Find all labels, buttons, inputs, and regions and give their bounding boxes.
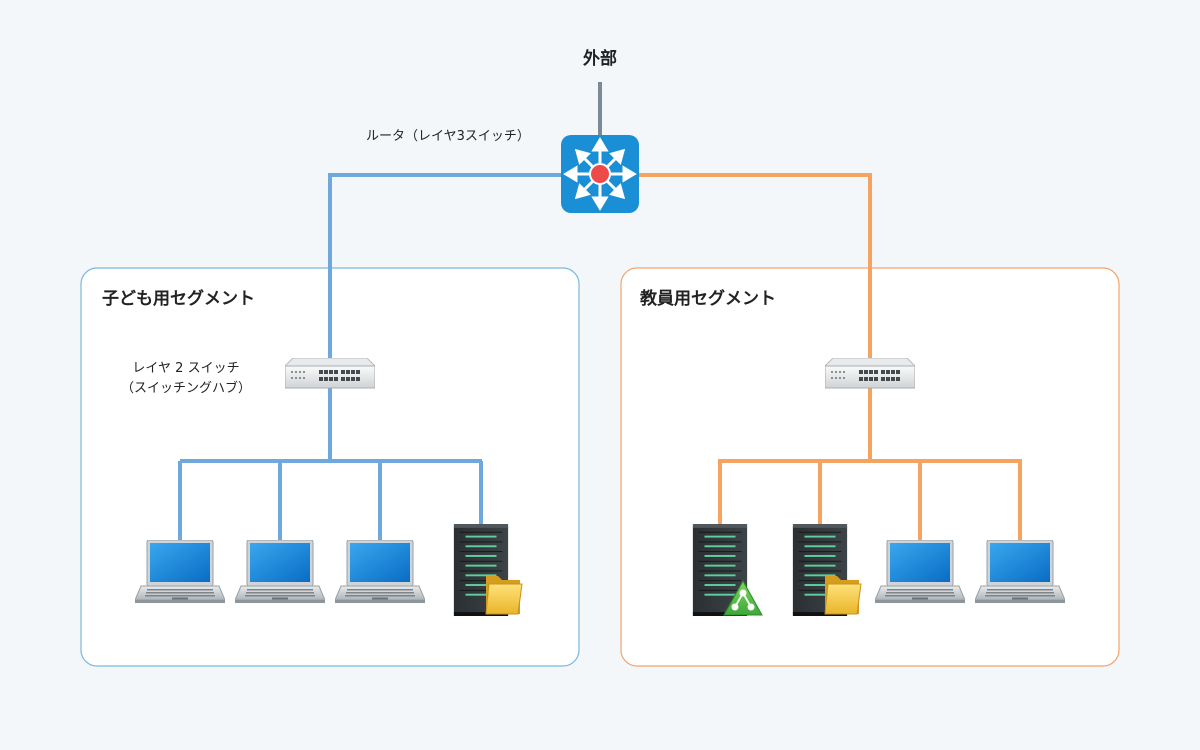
router (561, 135, 639, 213)
laptop-icon (335, 540, 425, 604)
staff-links (638, 173, 1022, 542)
l2-switch-staff (825, 358, 915, 389)
switch-label-line2: （スイッチングハブ） (121, 380, 251, 396)
segment-title-children: 子ども用セグメント (102, 288, 255, 309)
children-links (178, 173, 562, 542)
laptop-icon (875, 540, 965, 604)
router-core-icon (589, 163, 611, 185)
laptop-icon (135, 540, 225, 604)
router-label: ルータ（レイヤ3スイッチ） (366, 129, 530, 144)
switch-label-line1: レイヤ 2 スイッチ (132, 361, 239, 376)
l2-switch-children (285, 358, 375, 389)
segment-title-staff: 教員用セグメント (639, 288, 776, 309)
laptop-icon (235, 540, 325, 604)
external-label: 外部 (583, 48, 617, 69)
laptop-icon (975, 540, 1065, 604)
